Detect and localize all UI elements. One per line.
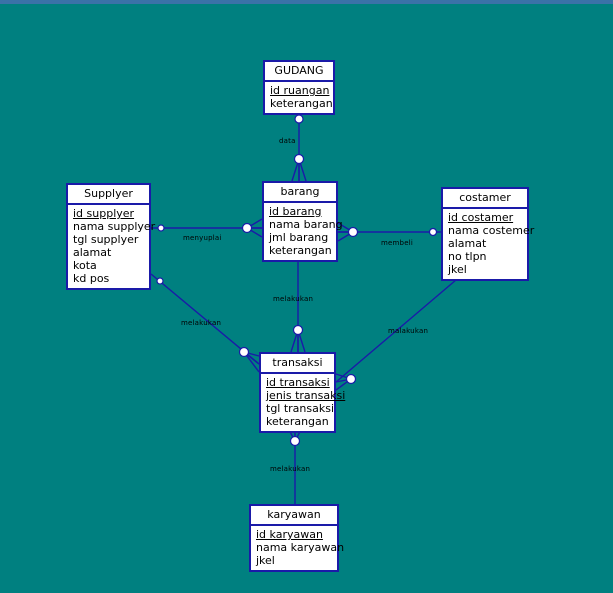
attribute-nama-barang: nama barang xyxy=(269,218,343,231)
connector-node-barang-left xyxy=(241,222,253,234)
relationship-label-data: data xyxy=(279,137,296,145)
entity-supplyer-title: Supplyer xyxy=(68,185,149,205)
attribute-id-costamer: id costamer xyxy=(448,211,514,224)
entity-karyawan-title: karyawan xyxy=(251,506,337,526)
entity-costamer-attributes: id costamer nama costemer alamat no tlpn… xyxy=(443,209,535,279)
entity-barang[interactable]: barang id barang nama barang jml barang … xyxy=(262,181,343,262)
entity-transaksi[interactable]: transaksi id transaksi jenis transaksi t… xyxy=(259,352,346,433)
entity-barang-title: barang xyxy=(264,183,336,203)
attribute-id-ruangan: id ruangan xyxy=(270,84,330,97)
entity-supplyer[interactable]: Supplyer id supplyer nama supplyer tgl s… xyxy=(66,183,156,290)
entity-supplyer-attributes: id supplyer nama supplyer tgl supplyer a… xyxy=(68,205,156,288)
relationship-label-supplyer-transaksi: melakukan xyxy=(181,319,222,327)
attribute-id-transaksi: id transaksi xyxy=(266,376,330,389)
attribute-id-supplyer: id supplyer xyxy=(73,207,135,220)
attribute-id-karyawan: id karyawan xyxy=(256,528,323,541)
attribute-jml-barang: jml barang xyxy=(269,231,329,244)
attribute-nama-costemer: nama costemer xyxy=(448,224,535,237)
entity-karyawan[interactable]: karyawan id karyawan nama karyawan jkel xyxy=(249,504,345,572)
attribute-jenis-transaksi: jenis transaksi xyxy=(266,389,346,402)
entity-costamer[interactable]: costamer id costamer nama costemer alama… xyxy=(441,187,535,281)
relationship-label-costamer-transaksi: malakukan xyxy=(388,327,429,335)
attribute-id-barang: id barang xyxy=(269,205,322,218)
connector-node-supplyer-bottom xyxy=(156,277,164,285)
connector-node-transaksi-left xyxy=(238,346,250,358)
relationship-label-menyuplai: menyuplai xyxy=(183,234,222,242)
attribute-keterangan: keterangan xyxy=(270,97,333,110)
relationship-label-membeli: membeli xyxy=(381,239,413,247)
entity-karyawan-attributes: id karyawan nama karyawan jkel xyxy=(251,526,345,570)
connector-node-transaksi-top xyxy=(292,324,304,336)
entity-transaksi-title: transaksi xyxy=(261,354,334,374)
entity-gudang[interactable]: GUDANG id ruangan keterangan xyxy=(263,60,335,115)
entity-barang-attributes: id barang nama barang jml barang keteran… xyxy=(264,203,343,260)
attribute-alamat: alamat xyxy=(73,246,112,259)
connector-node-transaksi-bottom xyxy=(289,435,301,447)
connector-node-gudang-data xyxy=(294,114,304,124)
connector-node-barang-right xyxy=(347,226,359,238)
edge-costamer-transaksi xyxy=(335,273,464,383)
relationship-label-barang-transaksi: melakukan xyxy=(273,295,314,303)
attribute-nama-supplyer: nama supplyer xyxy=(73,220,156,233)
attribute-transaksi-keterangan: keterangan xyxy=(266,415,329,428)
edge-layer xyxy=(150,105,464,504)
relationship-label-transaksi-karyawan: melakukan xyxy=(270,465,311,473)
entity-gudang-title: GUDANG xyxy=(265,62,333,82)
connector-node-supplyer-right xyxy=(157,224,165,232)
attribute-karyawan-jkel: jkel xyxy=(256,554,275,567)
entity-transaksi-attributes: id transaksi jenis transaksi tgl transak… xyxy=(261,374,346,431)
attribute-nama-karyawan: nama karyawan xyxy=(256,541,345,554)
entity-gudang-attributes: id ruangan keterangan xyxy=(265,82,333,113)
attribute-costamer-alamat: alamat xyxy=(448,237,487,250)
attribute-barang-keterangan: keterangan xyxy=(269,244,332,257)
attribute-tgl-transaksi: tgl transaksi xyxy=(266,402,335,415)
connector-node-transaksi-right xyxy=(345,373,357,385)
entity-costamer-title: costamer xyxy=(443,189,527,209)
attribute-kd-pos: kd pos xyxy=(73,272,110,285)
connector-node-costamer-left xyxy=(428,227,438,237)
attribute-kota: kota xyxy=(73,259,97,272)
attribute-no-tlpn: no tlpn xyxy=(448,250,487,263)
connector-node-barang-top xyxy=(293,153,305,165)
attribute-tgl-supplyer: tgl supplyer xyxy=(73,233,139,246)
attribute-costamer-jkel: jkel xyxy=(448,263,467,276)
